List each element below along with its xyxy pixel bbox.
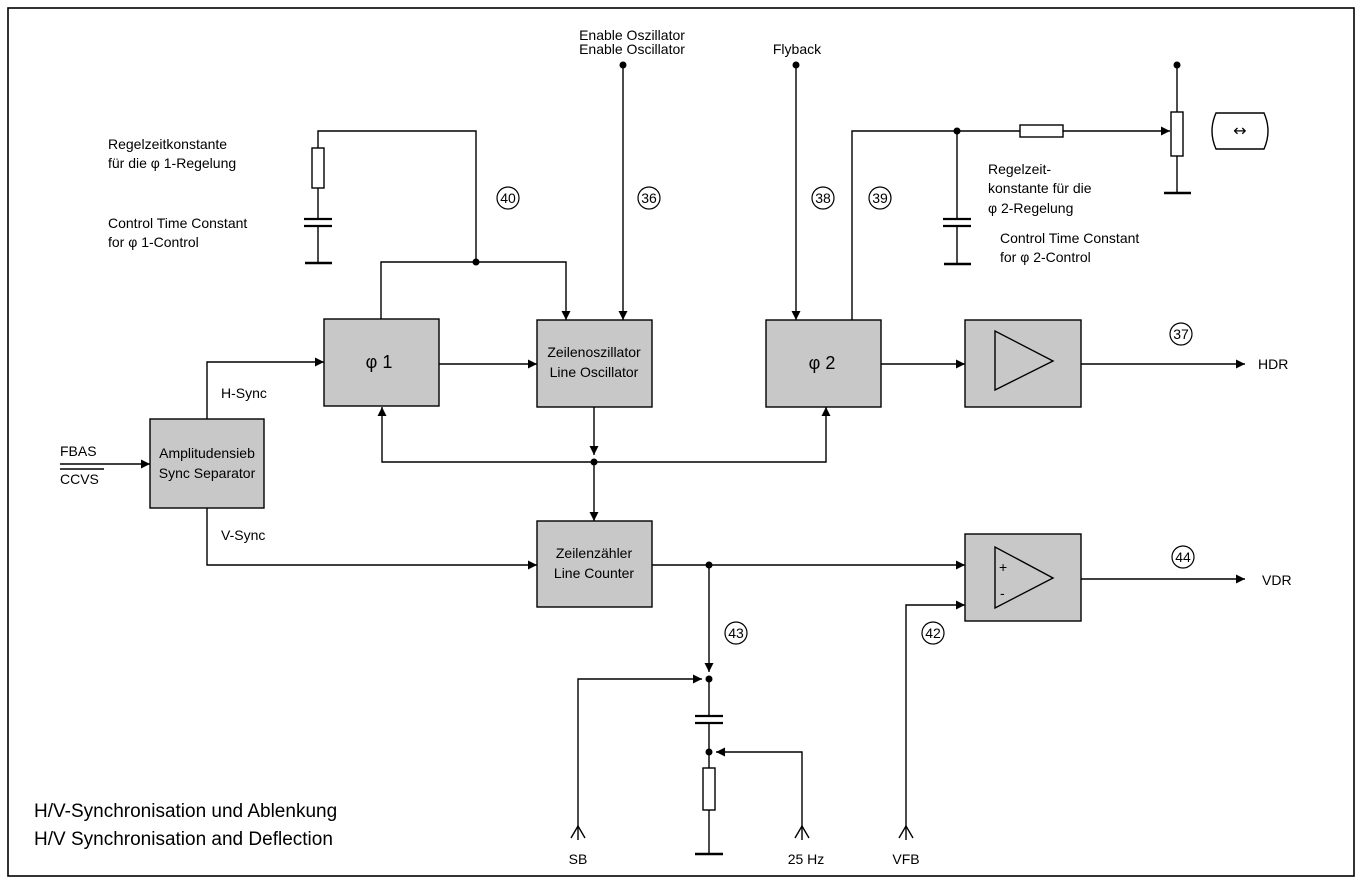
- vdr-comparator-block: [964, 533, 1082, 622]
- hsync-line: [206, 357, 324, 419]
- pin-44-label: 44: [1175, 549, 1191, 565]
- potentiometer-symbol: [1170, 111, 1184, 157]
- hz25-input-line: [716, 747, 803, 840]
- enable-label-de: Enable Oszillator: [579, 27, 685, 43]
- vsync-label: V-Sync: [221, 527, 265, 543]
- phi2-note-en-2: for φ 2-Control: [1000, 249, 1091, 265]
- pin-42: 42: [921, 621, 945, 645]
- sync-separator-label-en: Sync Separator: [159, 465, 256, 481]
- vfb-label: VFB: [892, 851, 919, 867]
- phi2-filter-line: [851, 130, 1020, 320]
- hdr-label: HDR: [1258, 356, 1288, 372]
- feedback-to-phi1-line: [377, 407, 594, 463]
- phi1-label: φ 1: [366, 352, 393, 372]
- sync-separator-label-de: Amplitudensieb: [159, 445, 255, 461]
- sb-input-arrow-icon: [570, 824, 586, 839]
- line-oscillator-label-en: Line Oscillator: [550, 364, 639, 380]
- comparator-minus-label: -: [1000, 585, 1005, 601]
- fbas-label: FBAS: [60, 443, 97, 459]
- phi2-note-de-1: Regelzeit-: [988, 161, 1051, 177]
- phi1-filter-line: [380, 261, 571, 320]
- phi2-note-de-2: konstante für die: [988, 180, 1092, 196]
- pin-43: 43: [724, 621, 748, 645]
- vfb-input-arrow-icon: [898, 824, 914, 839]
- hz25-input-arrow-icon: [794, 824, 810, 839]
- pin-38-label: 38: [815, 190, 831, 206]
- line-counter-label-de: Zeilenzähler: [556, 545, 633, 561]
- vfb-input-line: [905, 600, 965, 840]
- vdr-label: VDR: [1262, 572, 1292, 588]
- diagram-frame: [7, 7, 1355, 877]
- pin-44: 44: [1171, 545, 1195, 569]
- pin-36-label: 36: [641, 190, 657, 206]
- adjust-control-symbol: [1211, 112, 1269, 150]
- phi2-label: φ 2: [809, 353, 836, 373]
- comparator-plus-label: +: [999, 559, 1007, 575]
- pin-38: 38: [811, 186, 835, 210]
- pin-40: 40: [496, 186, 520, 210]
- sync-separator-block: [149, 418, 265, 509]
- phi1-filter-wire: [317, 130, 477, 262]
- sb-label: SB: [569, 851, 588, 867]
- hz25-label: 25 Hz: [788, 851, 825, 867]
- sb-input-line: [577, 674, 702, 840]
- ccvs-label: CCVS: [60, 471, 99, 487]
- pin-37-label: 37: [1173, 326, 1189, 342]
- hz25-resistor-symbol: [702, 767, 716, 811]
- feedback-to-phi2-line: [594, 407, 831, 463]
- pin-39: 39: [868, 186, 892, 210]
- phi1-note-en-1: Control Time Constant: [108, 215, 247, 231]
- pin-37: 37: [1169, 322, 1193, 346]
- phi2-note-de-3: φ 2-Regelung: [988, 200, 1073, 216]
- phi1-resistor-symbol: [311, 147, 325, 189]
- phi2-resistor-symbol: [1019, 124, 1064, 138]
- pin-43-label: 43: [728, 625, 744, 641]
- pin-42-label: 42: [925, 625, 941, 641]
- adjust-arrow-icon: ↔: [1233, 121, 1246, 140]
- hsync-label: H-Sync: [221, 385, 267, 401]
- line-oscillator-label-de: Zeilenoszillator: [547, 344, 641, 360]
- phi1-note-de-2: für die φ 1-Regelung: [108, 155, 236, 171]
- diagram-title-de: H/V-Synchronisation und Ablenkung: [34, 801, 337, 822]
- line-counter-block: [536, 520, 653, 608]
- amplifier-triangle-symbol: [994, 329, 1055, 392]
- comparator-triangle-symbol: [994, 545, 1055, 610]
- vsync-line: [206, 508, 537, 570]
- phi1-note-de-1: Regelzeitkonstante: [108, 136, 227, 152]
- pin-36: 36: [637, 186, 661, 210]
- line-oscillator-block: [536, 319, 653, 408]
- flyback-label: Flyback: [773, 41, 822, 57]
- phi1-note-en-2: for φ 1-Control: [108, 234, 199, 250]
- enable-label-en: Enable Oscillator: [579, 41, 685, 57]
- pin-39-label: 39: [872, 190, 888, 206]
- diagram-title-en: H/V Synchronisation and Deflection: [34, 829, 333, 850]
- phi2-note-en-1: Control Time Constant: [1000, 230, 1139, 246]
- hz25-node: [705, 748, 713, 756]
- line-counter-label-en: Line Counter: [554, 565, 635, 581]
- pin-40-label: 40: [500, 190, 516, 206]
